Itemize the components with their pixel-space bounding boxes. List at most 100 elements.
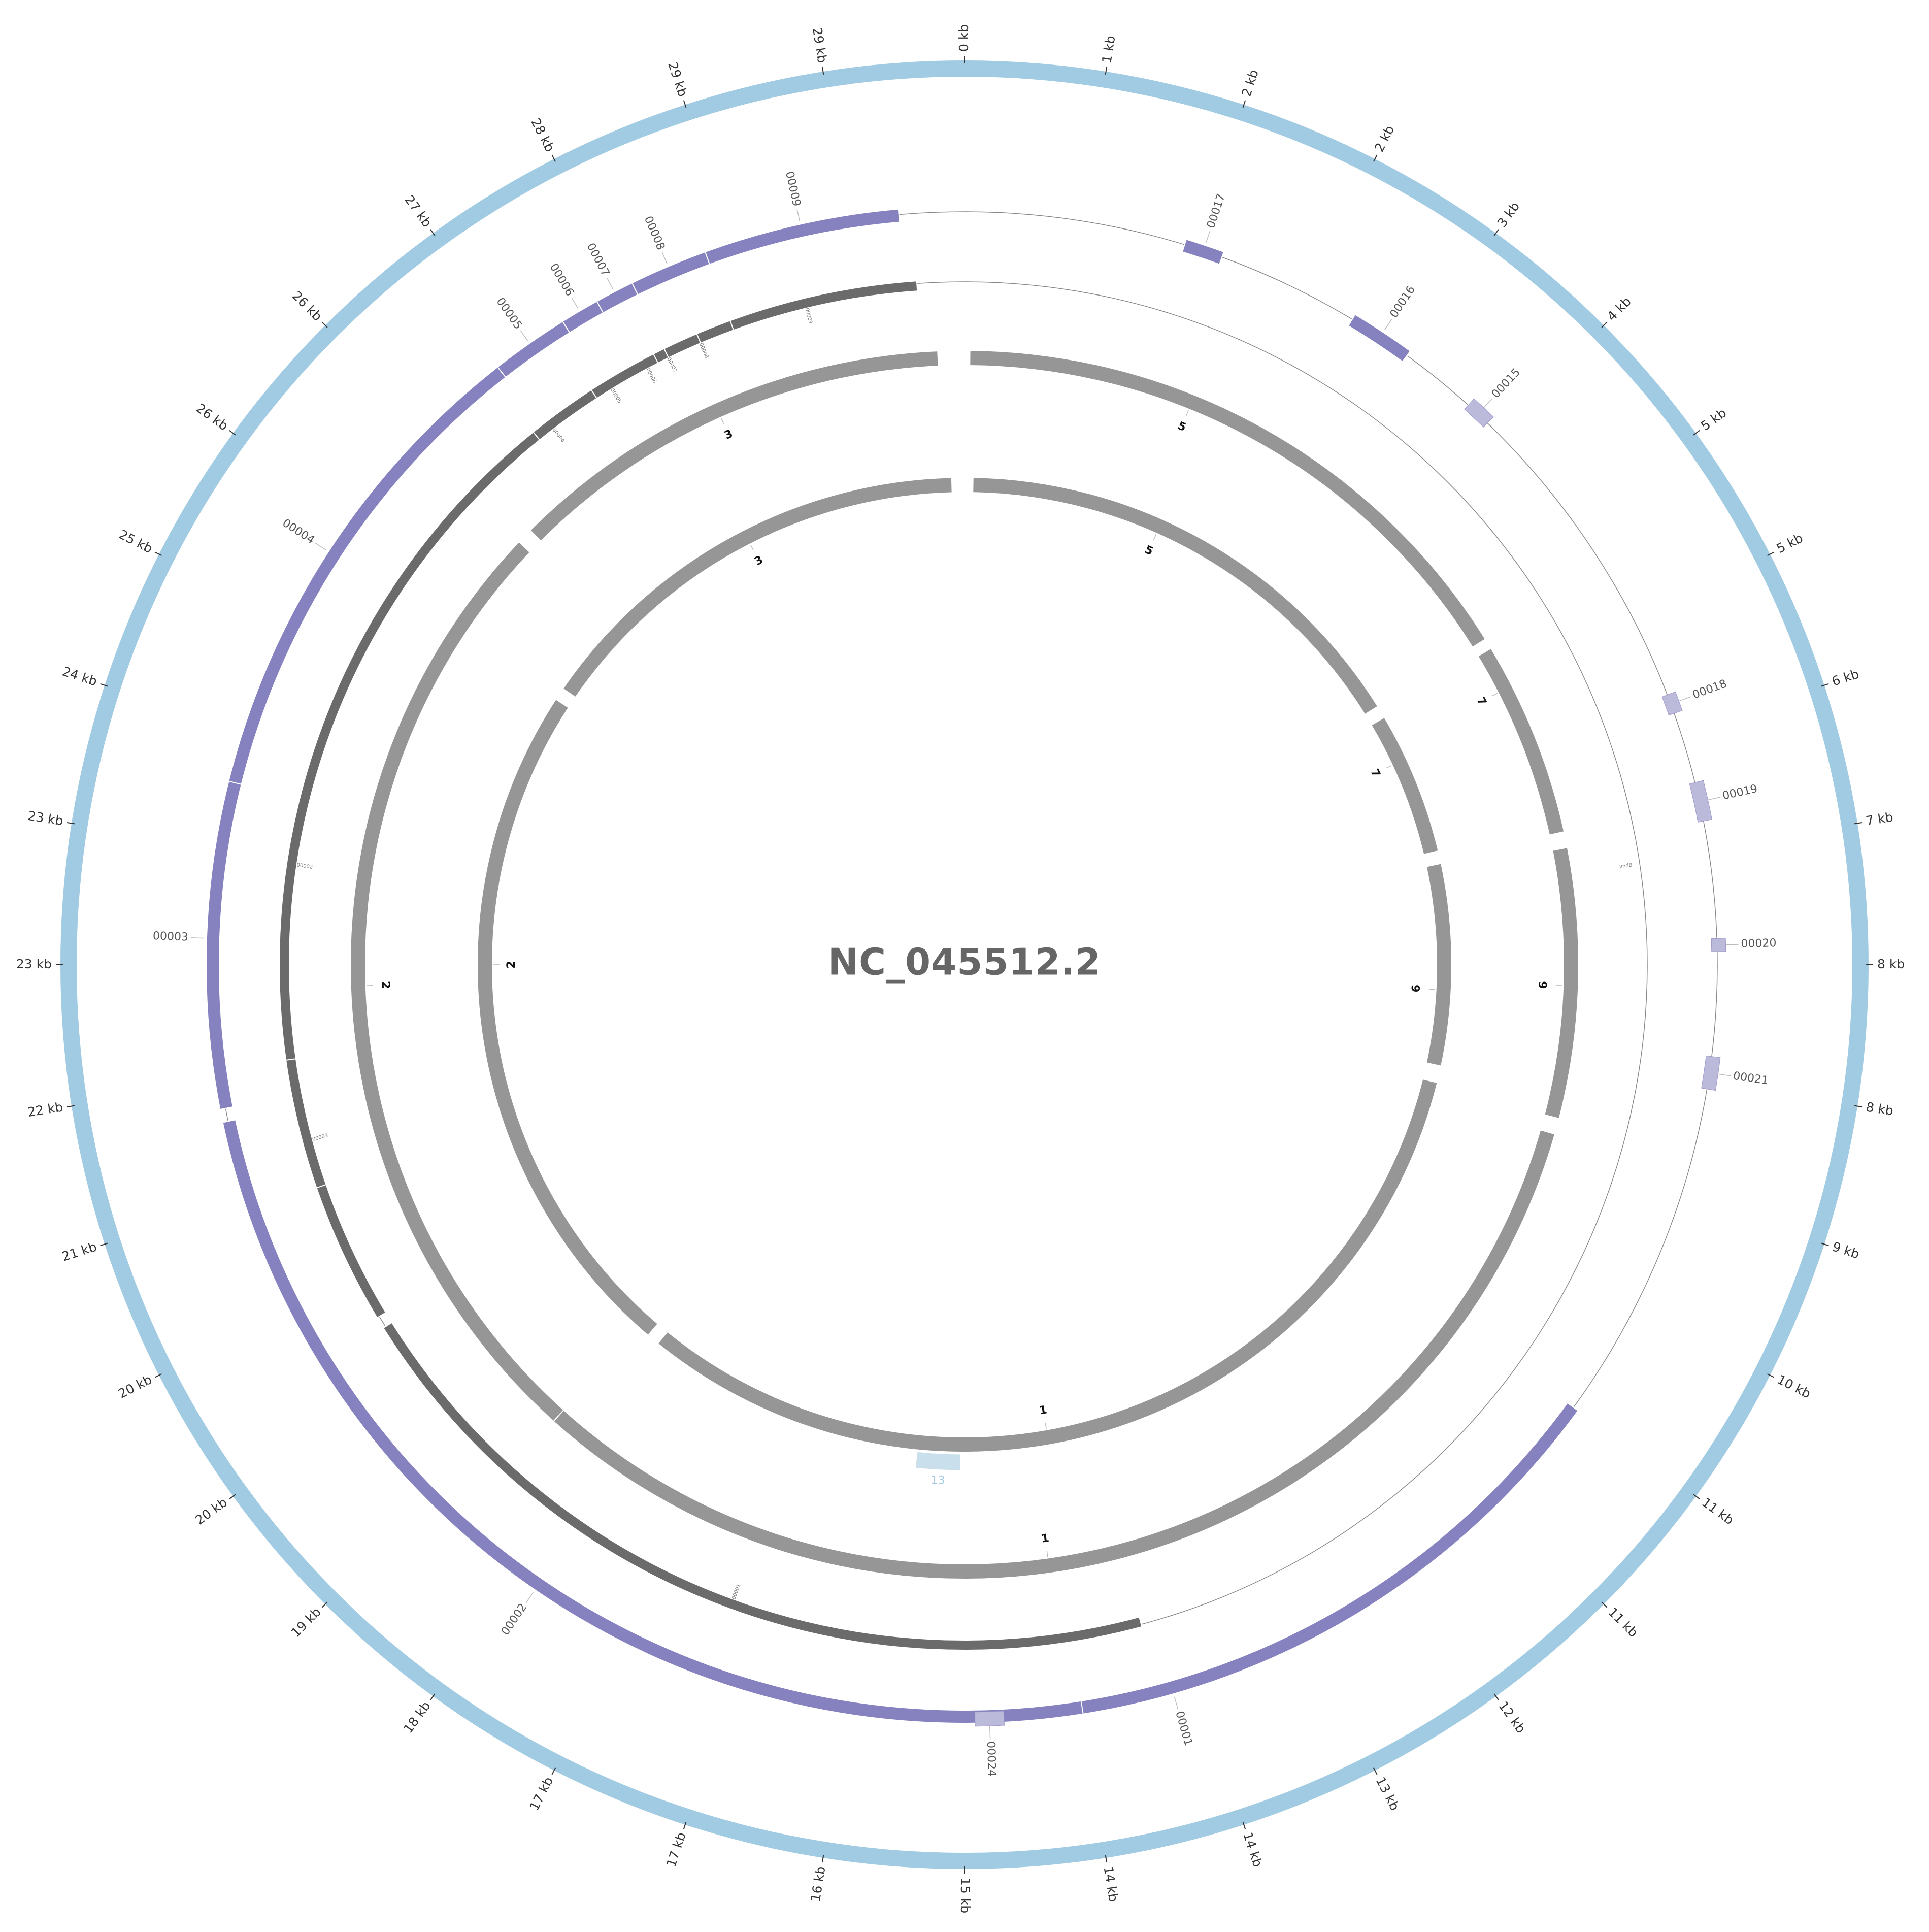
gene-arc <box>206 768 245 1109</box>
gene-arc <box>632 252 710 294</box>
gene-label: 00001 <box>1173 1710 1194 1747</box>
gene-label-leader <box>662 252 667 264</box>
gene-label-leader <box>1206 231 1210 243</box>
tick-label: 22 kb <box>26 1099 64 1120</box>
gene-arc <box>497 321 570 377</box>
tick-label: 17 kb <box>527 1775 556 1813</box>
tick-label: 25 kb <box>117 527 155 556</box>
tick-label: 23 kb <box>16 957 52 971</box>
tick-label: 16 kb <box>808 1865 828 1903</box>
gene-label-leader <box>1718 1074 1731 1076</box>
tick-label: 5 kb <box>1774 531 1805 556</box>
frame-arc <box>563 477 952 697</box>
tick-label: 10 kb <box>1775 1372 1813 1401</box>
tick-label: 21 kb <box>60 1239 98 1264</box>
frame-label-leader <box>1429 989 1435 990</box>
gene-label-leader <box>1679 697 1690 701</box>
gene-label: 00016 <box>1388 284 1418 320</box>
gene-label: 00021 <box>1732 1070 1769 1088</box>
tick-label: 29 kb <box>810 26 830 64</box>
tick-label: 24 kb <box>60 664 99 689</box>
gene-label-leader <box>1484 399 1492 408</box>
tick-label: 27 kb <box>402 192 435 230</box>
gene-label: 00002 <box>499 1601 529 1638</box>
gene-label: 00018 <box>1691 677 1728 702</box>
gene-label: 00017 <box>1205 192 1228 230</box>
tick-label: 12 kb <box>1495 1698 1528 1736</box>
tick-label: 18 kb <box>401 1698 434 1736</box>
small-marker-arc <box>916 1453 960 1470</box>
gene-label-leader <box>1385 319 1392 330</box>
orf-arc <box>533 390 596 440</box>
tick-label: 8 kb <box>1877 957 1905 971</box>
gene-label-leader <box>1725 944 1738 945</box>
gene-label: 00007 <box>584 241 612 279</box>
tick-label: 14 kb <box>1101 1865 1121 1903</box>
gene-label-leader <box>1708 797 1720 800</box>
frame-arc <box>477 699 658 1335</box>
tick-label: 7 kb <box>1865 809 1894 828</box>
orf-arc <box>730 281 917 330</box>
gene-arc <box>1465 399 1493 427</box>
frame-label-leader <box>1492 693 1498 696</box>
tick-label: 20 kb <box>192 1495 230 1528</box>
frame-arc <box>1478 648 1564 835</box>
frame-label: 3 <box>722 428 735 442</box>
gene-arc <box>1662 692 1682 715</box>
gene-label: 00020 <box>1741 937 1777 951</box>
tick-label: 14 kb <box>1240 1830 1265 1869</box>
orf-label: 00002 <box>296 862 313 870</box>
gene-label-leader <box>520 331 527 341</box>
tick-label: 23 kb <box>27 808 64 829</box>
gene-label: 00009 <box>783 170 803 208</box>
tick-label: 5 kb <box>1698 405 1729 433</box>
gene-label: 00024 <box>984 1741 998 1777</box>
gene-arc <box>562 301 603 333</box>
orf-arc <box>286 1059 326 1188</box>
frame-arc <box>658 1079 1438 1452</box>
orf-label: 00001 <box>731 1583 742 1600</box>
orf-arc <box>664 334 701 357</box>
frame-label-leader <box>1154 534 1156 540</box>
frame-label: 2 <box>505 961 518 968</box>
orf-arc <box>383 1323 1142 1650</box>
gene-arc <box>1711 938 1726 952</box>
tick-label: 0 kb <box>956 24 971 52</box>
tick-label: 17 kb <box>664 1830 689 1869</box>
frame-label-leader <box>1386 766 1391 768</box>
tick-label: 1 kb <box>1099 35 1118 64</box>
orf-label: yndB <box>1619 862 1633 870</box>
gene-label: 00005 <box>493 296 524 332</box>
frame-arc <box>553 1130 1555 1579</box>
tick-label: 13 kb <box>1373 1775 1403 1813</box>
orf-label: 00008 <box>698 342 710 359</box>
tick-label: 3 kb <box>1494 199 1522 230</box>
gene-arc <box>975 1711 1005 1726</box>
tick-label: 6 kb <box>1830 666 1861 689</box>
orf-label: 00007 <box>666 356 678 373</box>
gene-arc <box>1689 780 1712 822</box>
tick-label: 11 kb <box>1699 1495 1737 1528</box>
frame-label-leader <box>1186 410 1188 416</box>
frame-label-leader <box>751 545 753 550</box>
tick-label: 8 kb <box>1865 1099 1894 1118</box>
frame-label: 1 <box>1041 1532 1050 1546</box>
frame-label: 6 <box>1410 984 1423 993</box>
gene-label-leader <box>526 1592 533 1603</box>
frame-label: 1 <box>1038 1403 1048 1417</box>
gene-arc <box>680 1403 1578 1723</box>
tick-label: 26 kb <box>193 401 231 434</box>
orf-label: 00009 <box>804 308 813 325</box>
gene-label: 00008 <box>642 214 667 252</box>
frame-label: 7 <box>1474 695 1488 708</box>
frame-arc <box>530 351 938 541</box>
frame-label: 3 <box>752 553 765 568</box>
tick-label: 15 kb <box>958 1878 973 1913</box>
frame-label: 7 <box>1368 767 1382 779</box>
tick-label: 11 kb <box>1605 1604 1641 1640</box>
orf-label: 00003 <box>312 1133 329 1142</box>
frame-label-leader <box>1047 1551 1048 1557</box>
gene-arc <box>1702 1056 1720 1090</box>
